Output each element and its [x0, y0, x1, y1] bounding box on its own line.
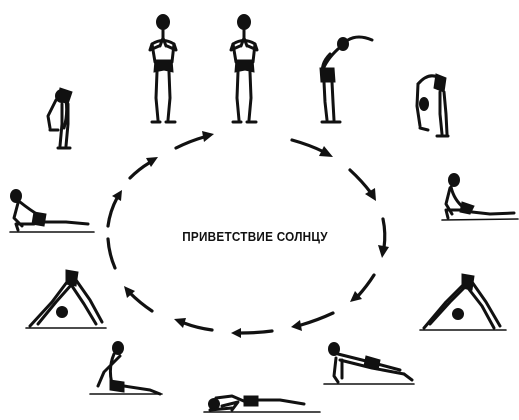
arrow-segment: [184, 323, 212, 330]
pose-eight-point-prostration: [204, 396, 320, 412]
pose-lunge-left: [10, 189, 94, 232]
arrow-segment: [176, 137, 204, 148]
pose-prayer-2: [231, 14, 257, 122]
pose-cobra: [90, 341, 162, 394]
arrowhead: [291, 320, 302, 331]
pose-plank: [324, 342, 414, 384]
arrow-segment: [130, 293, 152, 311]
diagram-title: ПРИВЕТСТВИЕ СОЛНЦУ: [152, 229, 359, 244]
pose-prayer-1: [150, 14, 176, 122]
arrowhead: [174, 318, 186, 328]
arrowhead: [378, 245, 389, 258]
pose-raised-arms-backbend: [320, 37, 372, 122]
arrow-segment: [358, 275, 374, 296]
pose-lunge-right: [442, 173, 518, 220]
arrow-segment: [350, 170, 371, 193]
pose-downward-dog-right: [420, 274, 506, 330]
arrow-segment: [108, 239, 115, 268]
arrow-segment: [383, 219, 385, 248]
pose-standing-forward-bend-left: [48, 88, 72, 148]
arrowhead: [202, 131, 214, 142]
pose-standing-forward-bend: [417, 74, 448, 136]
arrow-segment: [301, 313, 333, 325]
arrow-segment: [108, 198, 117, 226]
arrowhead: [231, 328, 241, 338]
pose-downward-dog-left: [26, 270, 106, 328]
arrow-segment: [130, 163, 149, 178]
arrow-segment: [292, 140, 324, 152]
arrow-segment: [241, 331, 272, 333]
